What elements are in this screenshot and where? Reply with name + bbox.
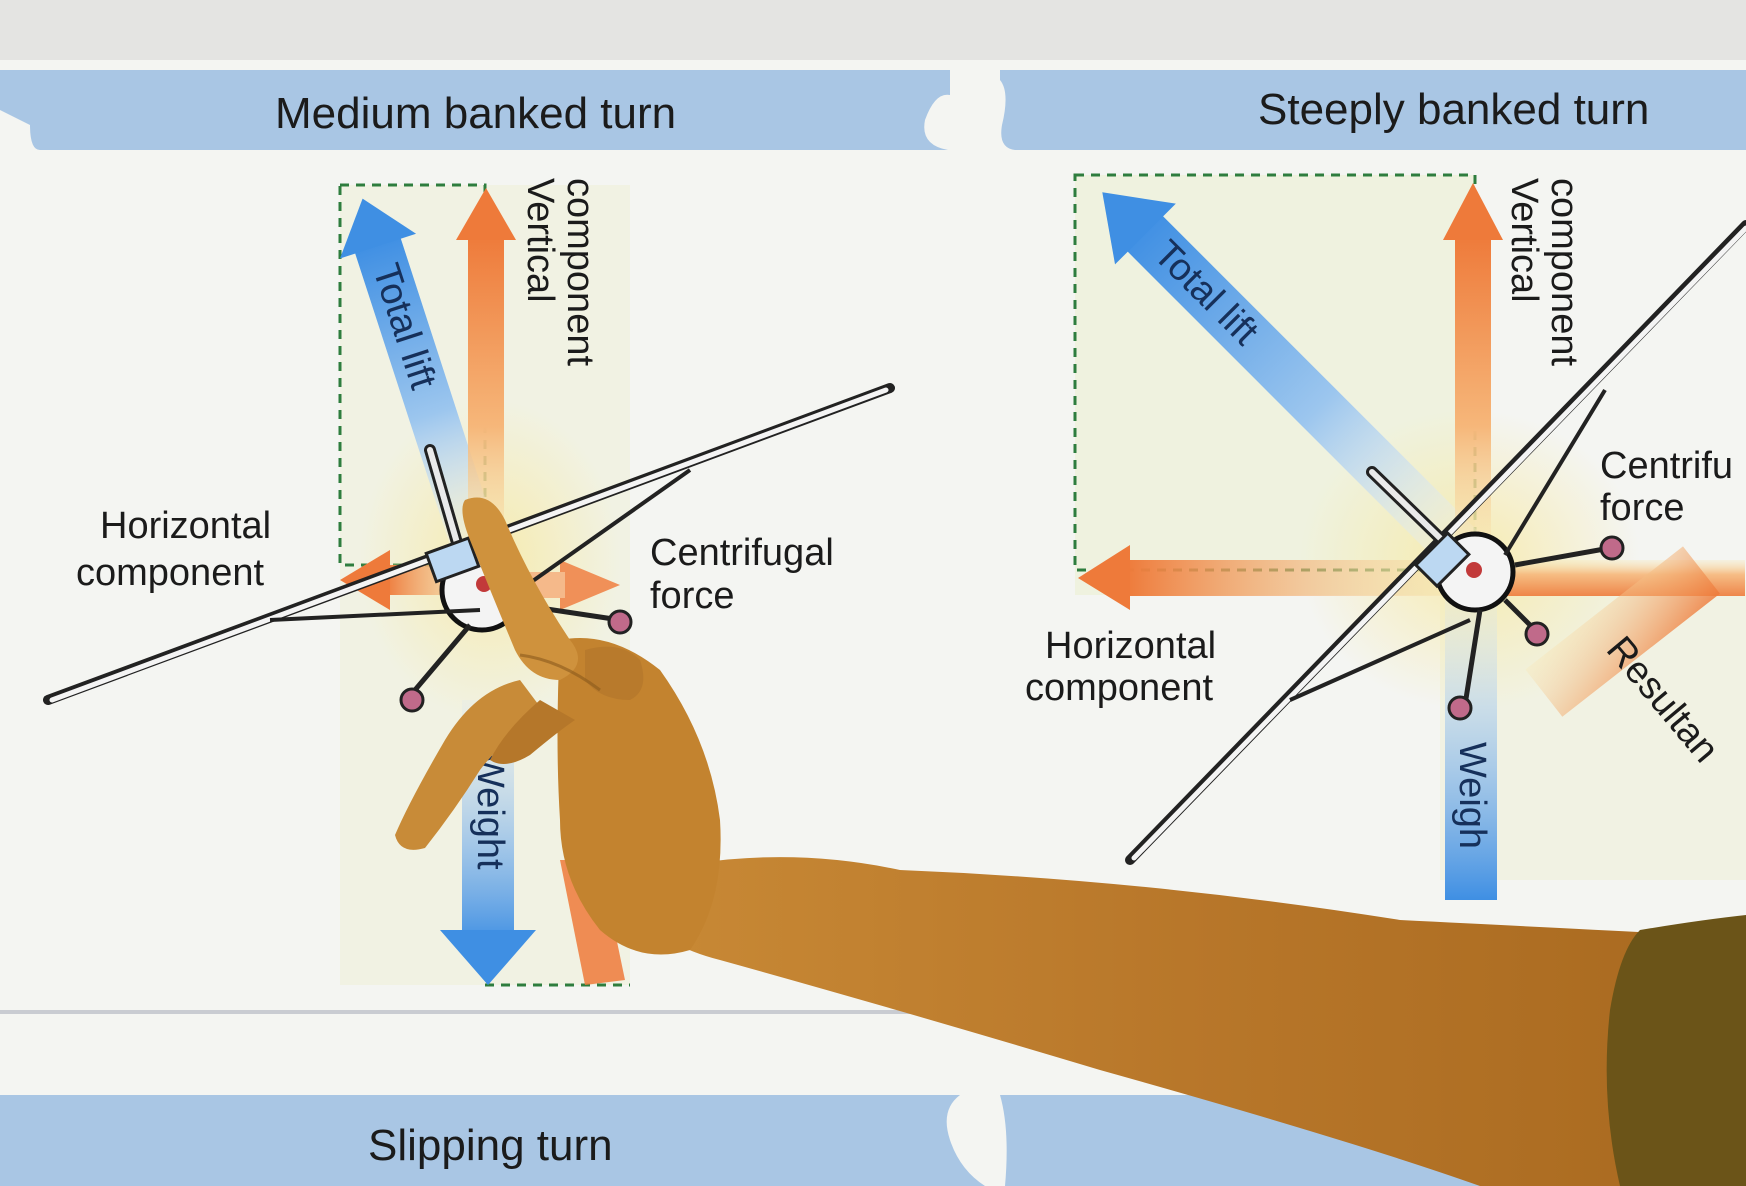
title-medium: Medium banked turn [275, 89, 676, 138]
medium-horizontal-label-2: component [76, 552, 264, 594]
steep-weight-arrow: Weigh [1445, 600, 1497, 900]
steep-centrifugal-label-1: Centrifu [1600, 445, 1733, 487]
steep-vertical-label-2: component [1543, 178, 1585, 366]
steep-resultant-arrow [1525, 546, 1720, 717]
shirt-sleeve [1606, 915, 1746, 1186]
banner-medium: Medium banked turn [0, 70, 950, 150]
medium-centrifugal-label-1: Centrifugal [650, 532, 834, 574]
steep-weight-label: Weigh [1451, 742, 1493, 849]
title-slipping: Slipping turn [368, 1121, 613, 1170]
steep-horizontal-label-1: Horizontal [1045, 625, 1216, 667]
banner-steep: Steeply banked turn [1000, 70, 1746, 150]
pointing-hand [395, 497, 1746, 1186]
panel-divider [0, 1010, 1746, 1014]
medium-vertical-label-2: component [559, 178, 601, 366]
title-steep: Steeply banked turn [1258, 85, 1649, 134]
medium-vertical-label-1: Vertical [519, 178, 561, 303]
medium-centrifugal-label-2: force [650, 575, 734, 617]
steep-centrifugal-label-2: force [1600, 487, 1684, 529]
steep-airplane [1125, 220, 1746, 865]
steep-vertical-arrow [1443, 183, 1503, 555]
steep-vertical-label-1: Vertical [1503, 178, 1545, 303]
medium-horizontal-label-1: Horizontal [100, 505, 271, 547]
steep-horizontal-label-2: component [1025, 667, 1213, 709]
steep-diagram: Total lift Vertical component Horizontal… [1025, 173, 1746, 900]
